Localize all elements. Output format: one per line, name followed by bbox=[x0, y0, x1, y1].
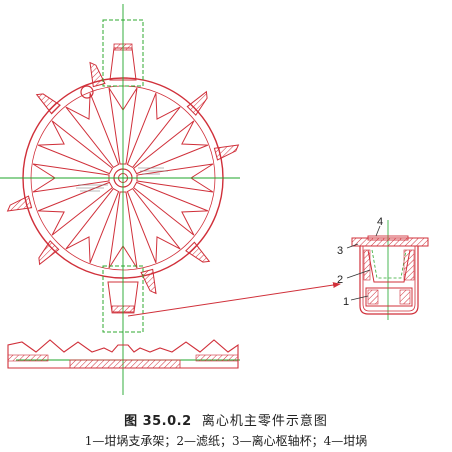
rotor-blade bbox=[140, 268, 157, 295]
figure-caption: 图 35.0.2 离心机主零件示意图 bbox=[0, 410, 452, 429]
rotor-blade bbox=[6, 195, 33, 212]
rotor-spokes bbox=[32, 87, 214, 269]
rotor-section-view bbox=[7, 339, 239, 369]
callout-1: 1 bbox=[343, 296, 349, 308]
center-lines bbox=[0, 4, 240, 395]
rotor-spoke bbox=[65, 92, 120, 169]
figure-number: 图 35.0.2 bbox=[124, 414, 192, 429]
rotor-blades bbox=[6, 61, 240, 295]
rotor-spoke bbox=[126, 187, 181, 264]
centrifuge-diagram: 4 3 2 1 bbox=[0, 4, 429, 395]
callout-4: 4 bbox=[377, 216, 383, 228]
callout-3: 3 bbox=[337, 245, 343, 257]
rotor-spoke bbox=[126, 92, 181, 169]
rotor-blade bbox=[35, 93, 61, 115]
rotor-spoke bbox=[108, 87, 138, 165]
detail-leader-arrow bbox=[127, 282, 341, 317]
section-outline bbox=[7, 339, 239, 369]
rotor-spoke bbox=[37, 120, 114, 175]
rotor-blade bbox=[186, 90, 208, 116]
rotor-spoke bbox=[65, 187, 120, 264]
rotor-spoke bbox=[108, 191, 138, 269]
rotor-spoke bbox=[37, 181, 114, 236]
rotor-spoke bbox=[32, 163, 110, 193]
rotor-blade bbox=[185, 241, 211, 263]
rotor-spoke bbox=[132, 120, 209, 175]
figure-title: 离心机主零件示意图 bbox=[201, 414, 328, 429]
callout-leader-1 bbox=[350, 295, 369, 301]
callout-2: 2 bbox=[337, 274, 343, 286]
rotor-spoke bbox=[132, 181, 209, 236]
pivot-hole bbox=[80, 85, 94, 99]
rotor-plan-view bbox=[6, 61, 240, 295]
rotor-blade bbox=[213, 144, 240, 161]
surface-texture bbox=[76, 167, 168, 192]
rotor-blade bbox=[38, 240, 60, 266]
rotor-spoke bbox=[136, 163, 214, 193]
rotor-blade bbox=[89, 61, 106, 88]
callout-leader-2 bbox=[346, 269, 371, 279]
figure-legend: 1—坩埚支承架；2—滤纸；3—离心枢轴杯；4—坩埚 bbox=[84, 434, 368, 448]
crucible-detail-view: 4 3 2 1 bbox=[337, 216, 429, 320]
callout-leader-3 bbox=[346, 243, 359, 249]
callout-leader-4 bbox=[375, 225, 381, 237]
